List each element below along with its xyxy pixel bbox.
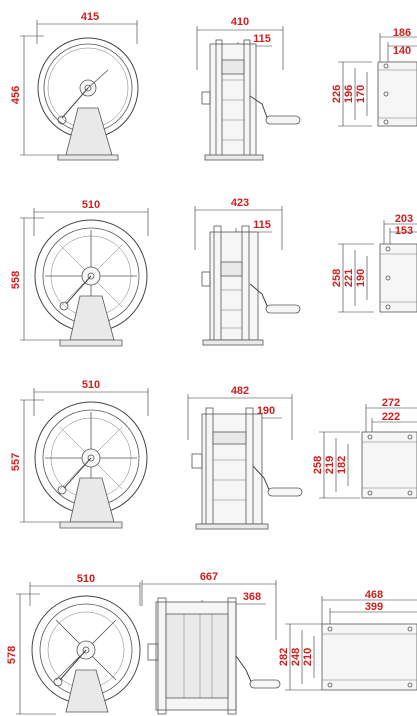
front-view-2: 510 558 [10, 199, 149, 347]
side-offset-label-1: 115 [253, 33, 271, 45]
base-w2-label-1: 140 [393, 45, 411, 57]
base-plan-4: 468 399 282 248 210 [278, 589, 417, 691]
base-h3-label-3: 182 [336, 456, 348, 474]
base-w1-label-2: 203 [395, 213, 413, 225]
front-view-3: 510 557 [10, 379, 149, 529]
base-h1-label-3: 258 [312, 456, 324, 474]
side-width-label-1: 410 [231, 16, 249, 28]
front-view-4: 510 578 [6, 573, 141, 715]
base-w1-label-4: 468 [365, 589, 383, 601]
side-width-label-2: 423 [231, 197, 249, 209]
side-width-label-3: 482 [231, 385, 249, 397]
base-h1-label-2: 258 [331, 269, 343, 287]
base-h3-label-4: 210 [302, 648, 314, 666]
base-h2-label-4: 248 [290, 648, 302, 666]
row-2: 510 558 423 115 [10, 197, 417, 347]
side-offset-label-4: 368 [243, 591, 261, 603]
side-view-1: 410 115 [196, 16, 301, 161]
base-h3-label-2: 190 [355, 269, 367, 287]
base-w1-label-1: 186 [393, 27, 411, 39]
base-h1-label-4: 282 [278, 648, 290, 666]
base-w2-label-2: 153 [395, 225, 413, 237]
front-width-label-1: 415 [81, 11, 99, 23]
base-h1-label-1: 226 [331, 85, 343, 103]
side-offset-label-2: 115 [253, 219, 271, 231]
base-plan-2: 203 153 258 221 190 [331, 213, 417, 313]
side-width-label-4: 667 [200, 571, 218, 583]
front-width-label-3: 510 [82, 379, 100, 391]
base-plan-3: 272 222 258 219 182 [312, 397, 417, 499]
row-4: 510 578 667 368 [6, 571, 417, 715]
front-width-label-4: 510 [77, 573, 95, 585]
row-1: 415 456 410 115 [10, 11, 417, 161]
front-height-label-4: 578 [6, 646, 18, 664]
front-height-label-1: 456 [10, 86, 22, 104]
base-plan-1: 186 140 226 196 170 [331, 27, 417, 127]
side-view-3: 482 190 [187, 385, 303, 530]
side-view-4: 667 368 [141, 571, 281, 715]
base-h2-label-1: 196 [343, 85, 355, 103]
base-w2-label-3: 222 [382, 411, 400, 423]
base-w2-label-4: 399 [365, 601, 383, 613]
front-height-label-3: 557 [10, 453, 22, 471]
base-h2-label-2: 221 [343, 269, 355, 287]
base-w1-label-3: 272 [382, 397, 400, 409]
front-height-label-2: 558 [10, 271, 22, 289]
base-h2-label-3: 219 [324, 456, 336, 474]
front-width-label-2: 510 [82, 199, 100, 211]
base-h3-label-1: 170 [355, 85, 367, 103]
side-view-2: 423 115 [194, 197, 301, 346]
row-3: 510 557 482 190 [10, 379, 417, 530]
front-view-1: 415 456 [10, 11, 139, 161]
